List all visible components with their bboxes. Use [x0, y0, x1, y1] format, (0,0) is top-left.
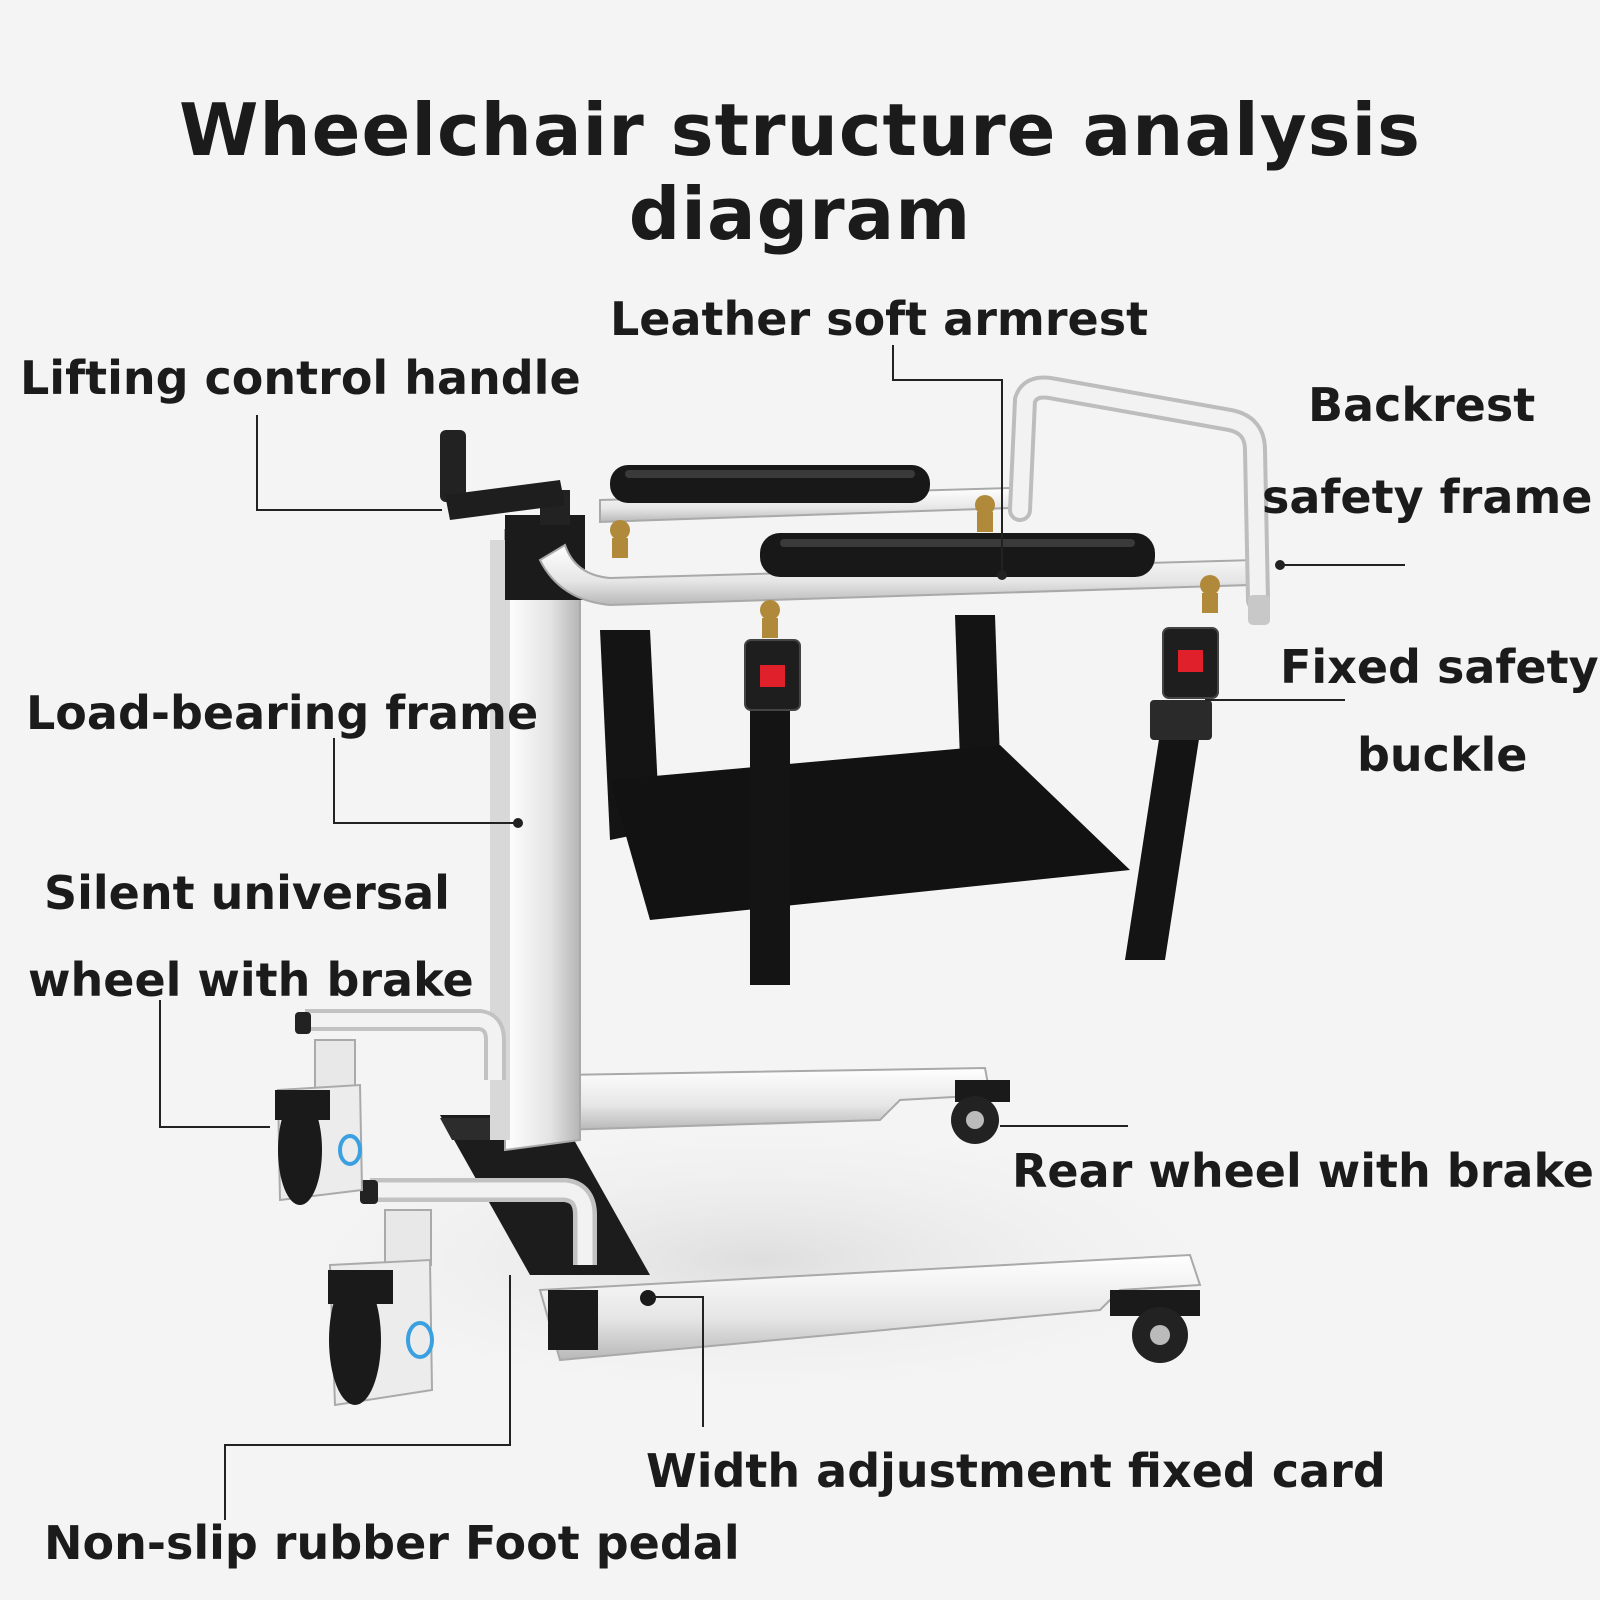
backrest-frame	[1008, 375, 1270, 625]
leader-pedal	[224, 1275, 511, 1520]
label-front-wheel-line2: wheel with brake	[28, 953, 474, 1007]
leader-dots	[513, 560, 1285, 828]
universal-wheel-front	[328, 1209, 434, 1407]
label-buckle-line1: Fixed safety	[1280, 640, 1599, 694]
width-adjustment-knob	[640, 1290, 656, 1306]
armrest-pad-back	[610, 465, 930, 503]
label-lifting-handle: Lifting control handle	[20, 351, 581, 405]
leader-width-card	[652, 1296, 704, 1427]
rear-wheel-right	[951, 1080, 1010, 1144]
leader-armrest	[892, 345, 1003, 575]
caster-arm-back	[295, 1009, 506, 1080]
label-leather-armrest: Leather soft armrest	[610, 292, 1149, 346]
armrest-pad-front	[760, 533, 1155, 577]
front-right-wheel	[1110, 1290, 1200, 1363]
sling-hooks	[610, 495, 1220, 638]
label-width-card: Width adjustment fixed card	[646, 1444, 1386, 1498]
leader-lines	[159, 345, 1405, 1520]
front-base-bar	[538, 1253, 1202, 1362]
leader-handle	[256, 415, 442, 511]
label-rear-wheel: Rear wheel with brake	[1012, 1144, 1595, 1198]
leader-front-wheel	[159, 1000, 270, 1128]
label-buckle-line2: buckle	[1357, 728, 1528, 782]
sling-seat	[600, 615, 1205, 985]
caster-arm-front	[360, 1178, 597, 1265]
universal-wheel-back	[275, 1039, 364, 1205]
label-front-wheel-line1: Silent universal	[44, 866, 450, 920]
safety-buckles	[744, 627, 1219, 740]
lifting-crank	[440, 430, 565, 520]
label-backrest-line2: safety frame	[1262, 470, 1593, 524]
label-foot-pedal: Non-slip rubber Foot pedal	[44, 1516, 740, 1570]
label-backrest-line1: Backrest	[1308, 378, 1536, 432]
label-load-bearing-frame: Load-bearing frame	[26, 686, 539, 740]
load-bearing-column	[490, 529, 581, 1152]
diagram-title: Wheelchair structure analysis diagram	[178, 88, 1422, 256]
leader-frame	[333, 738, 518, 824]
